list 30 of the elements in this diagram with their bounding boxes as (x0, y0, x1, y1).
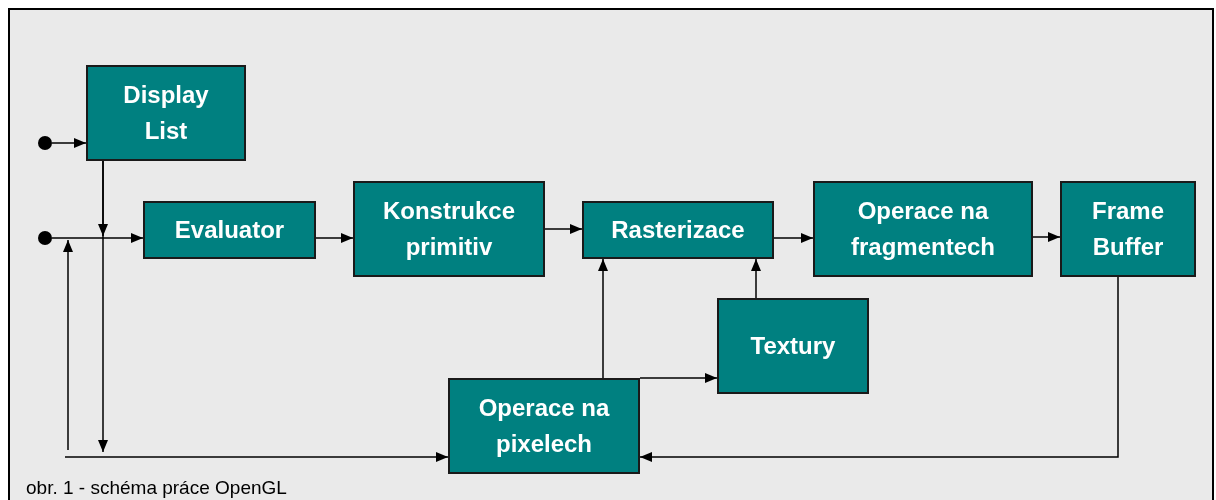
arrow (751, 258, 761, 299)
box-label: Rasterizace (611, 215, 745, 245)
process-box (86, 65, 246, 161)
process-box (813, 181, 1033, 277)
caption: obr. 1 - schéma práce OpenGL (26, 476, 287, 500)
arrow (1032, 232, 1061, 242)
box-label: Display List (122, 80, 210, 146)
process-box (582, 201, 774, 259)
box-label: Evaluator (174, 215, 285, 245)
box-label: Textury (750, 331, 836, 361)
arrow (315, 233, 354, 243)
arrow (639, 373, 718, 383)
process-box (353, 181, 545, 277)
arrow (63, 239, 73, 451)
box-label: Konstrukce primitiv (381, 196, 516, 262)
box-label: Operace na fragmentech (849, 196, 996, 262)
box-label: Operace na pixelech (477, 393, 611, 459)
arrow (773, 233, 814, 243)
arrow (98, 160, 108, 453)
arrow (598, 258, 608, 379)
process-box (1060, 181, 1196, 277)
arrow (544, 224, 583, 234)
arrow (639, 276, 1119, 462)
arrow (51, 138, 87, 148)
process-box (717, 298, 869, 394)
process-box (448, 378, 640, 474)
arrow (64, 452, 449, 462)
arrow (51, 233, 144, 243)
box-label: Frame Buffer (1090, 196, 1165, 262)
process-box (143, 201, 316, 259)
